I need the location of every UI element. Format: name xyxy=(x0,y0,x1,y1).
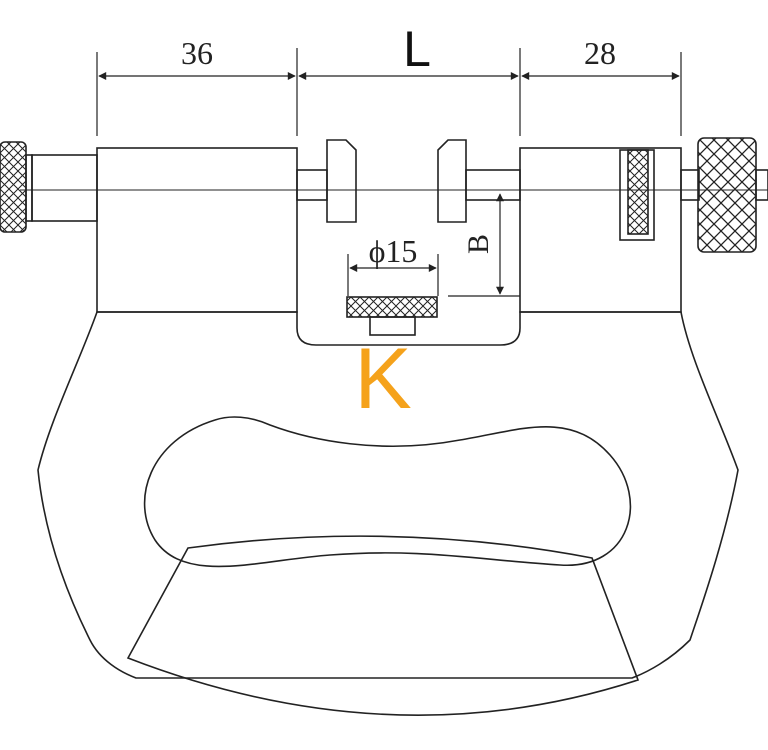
left-knurled-knob xyxy=(0,141,27,233)
left-body-block xyxy=(96,147,298,313)
dim-label-right: 28 xyxy=(584,35,616,71)
small-anvil-disc xyxy=(346,296,438,318)
frame-outline xyxy=(37,311,739,679)
left-anvil xyxy=(326,139,357,223)
grip-plate xyxy=(126,535,640,716)
left-spindle xyxy=(296,169,328,201)
left-shaft xyxy=(31,154,98,222)
right-knurled-thimble xyxy=(697,137,757,253)
dim-label-center: L xyxy=(403,21,431,77)
right-shaft xyxy=(680,169,700,201)
right-spindle xyxy=(465,169,521,201)
right-anvil xyxy=(437,139,467,223)
frame-cutout xyxy=(143,416,632,568)
dim-label-height: B xyxy=(462,234,495,254)
right-body-block xyxy=(519,147,682,313)
dim-label-left: 36 xyxy=(181,35,213,71)
dim-label-diameter: ϕ15 xyxy=(369,233,418,269)
marker-letter-k: K xyxy=(354,331,411,427)
